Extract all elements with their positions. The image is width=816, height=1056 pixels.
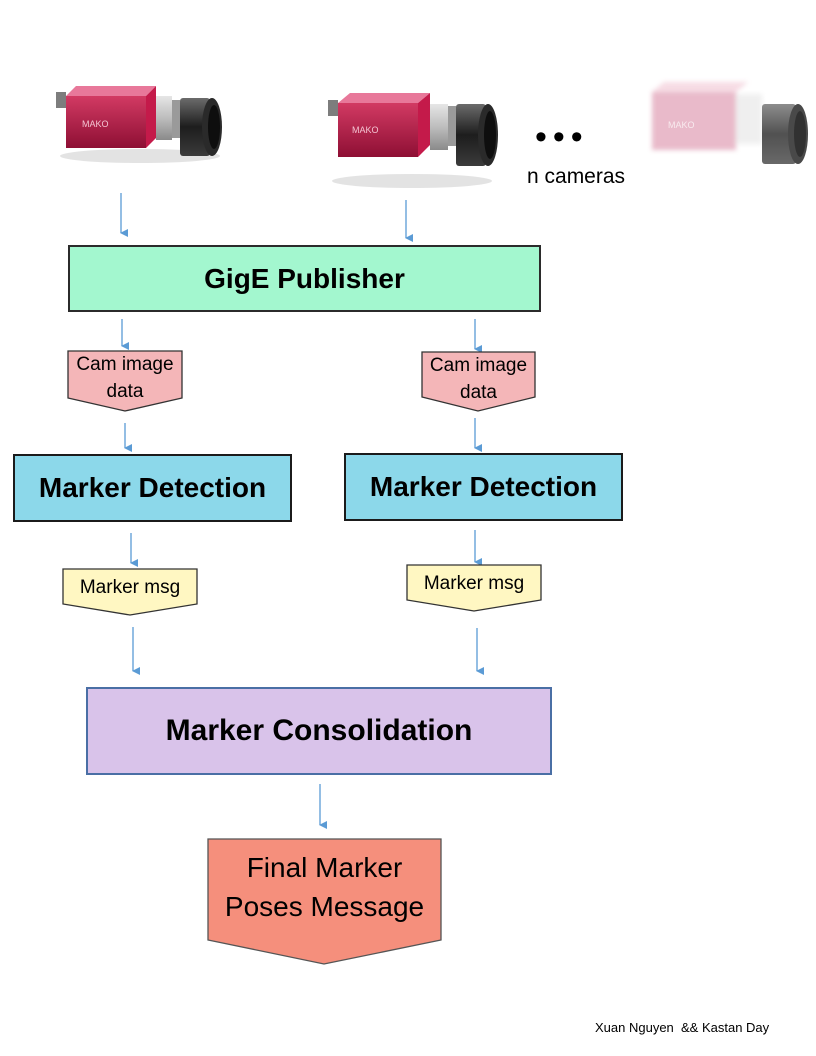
- marker-msg-right-shape: [406, 564, 542, 612]
- cam-image-left-label: Cam image data: [68, 351, 182, 405]
- more-cameras-indicator: •••: [535, 118, 589, 156]
- marker-detection-left-label: Marker Detection: [38, 472, 267, 503]
- gige-publisher-node: GigE Publisher: [68, 245, 541, 312]
- cam-image-left-shape: [67, 350, 183, 412]
- marker-consolidation-node: Marker Consolidation: [86, 687, 552, 775]
- camera-2-brand: MAKO: [352, 125, 379, 135]
- camera-2-icon: MAKO: [328, 93, 498, 188]
- cam-image-left-line2: data: [106, 381, 144, 402]
- cam-image-right-line2: data: [460, 382, 497, 403]
- camera-n-brand: MAKO: [668, 120, 695, 130]
- marker-msg-left-label: Marker msg: [79, 577, 181, 598]
- cam-image-right-line1: Cam image: [429, 355, 528, 376]
- marker-detection-left-node: Marker Detection: [13, 454, 292, 522]
- marker-detection-right-node: Marker Detection: [344, 453, 623, 521]
- flow-arrows: [120, 193, 484, 829]
- marker-msg-right-label: Marker msg: [423, 573, 525, 594]
- camera-n-icon: MAKO: [646, 70, 816, 180]
- cam-image-right-label: Cam image data: [422, 352, 535, 406]
- final-message-label: Final Marker Poses Message: [208, 848, 441, 926]
- camera-1-brand: MAKO: [82, 119, 109, 129]
- marker-consolidation-label: Marker Consolidation: [165, 714, 473, 747]
- final-message-shape: [207, 838, 442, 965]
- cam-image-left-line1: Cam image: [76, 354, 174, 375]
- marker-msg-left-shape: [62, 568, 198, 616]
- author-credit: Xuan Nguyen && Kastan Day: [595, 1020, 770, 1035]
- marker-detection-right-label: Marker Detection: [369, 471, 598, 502]
- camera-count-label: n cameras: [527, 165, 626, 188]
- final-message-line2: Poses Message: [224, 891, 425, 922]
- camera-1-icon: MAKO: [56, 86, 222, 163]
- gige-publisher-label: GigE Publisher: [204, 262, 405, 294]
- cam-image-right-shape: [421, 351, 536, 412]
- final-message-line1: Final Marker: [246, 852, 403, 883]
